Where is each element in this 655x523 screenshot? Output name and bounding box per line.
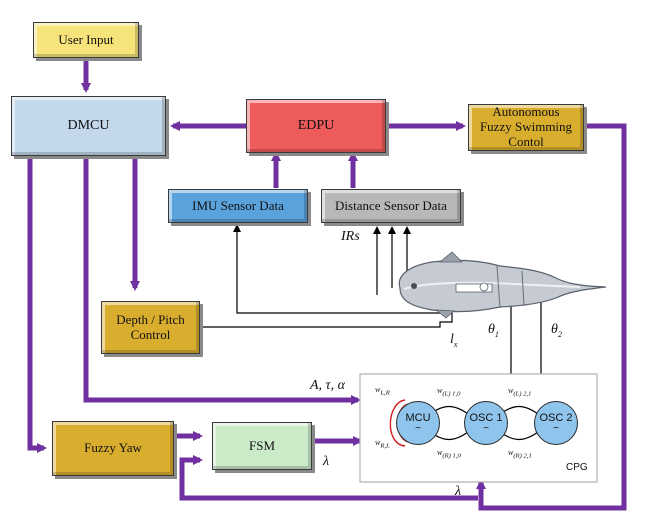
- osc1-oscillator: OSC 1 ~: [464, 401, 508, 445]
- mcu-oscillator: MCU ~: [396, 401, 440, 445]
- cpg-params-label: A, τ, α: [310, 378, 345, 393]
- arrow-dmcu-to-cpg-params: [83, 156, 361, 405]
- theta2-label-sub: 2: [557, 329, 562, 339]
- dmcu-block: DMCU: [11, 96, 166, 156]
- irs-label: IRs: [341, 229, 360, 244]
- weight-l10-sub: (L) 1,0: [442, 390, 461, 398]
- weight-lr-sub: L,R: [380, 389, 390, 397]
- osc2-wave-icon: ~: [553, 423, 559, 434]
- osc1-wave-icon: ~: [483, 423, 489, 434]
- line-lx-to-depth: [200, 302, 453, 328]
- fuzzy-swimming-block: Autonomous Fuzzy Swimming Contol: [468, 104, 584, 151]
- lambda-bottom-label: λ: [455, 484, 462, 499]
- user-input-block: User Input: [33, 22, 139, 58]
- cpg-title: CPG: [566, 462, 588, 473]
- weight-r21-sub: (R) 2,1: [513, 452, 532, 460]
- weight-l21-label: w(L) 2,1: [508, 386, 531, 398]
- weight-rl-label: wR,L: [375, 438, 390, 450]
- osc2-oscillator-label: OSC 2: [539, 412, 573, 424]
- weight-r21-label: w(R) 2,1: [508, 448, 532, 460]
- weight-r10-sub: (R) 1,0: [442, 452, 461, 460]
- arrow-dmcu-to-fuzzyyaw: [27, 156, 47, 453]
- weight-rl-sub: R,L: [380, 442, 390, 450]
- lx-label-sub: x: [453, 339, 458, 349]
- weight-l21-main: w: [508, 386, 514, 395]
- weight-lr-main: w: [375, 385, 381, 394]
- weight-r21-main: w: [508, 448, 514, 457]
- osc1-oscillator-label: OSC 1: [469, 412, 503, 424]
- arrow-fuzzyswim-loop: [476, 123, 627, 511]
- fsm-block: FSM: [212, 422, 312, 470]
- weight-rl-main: w: [375, 438, 381, 447]
- imu-sensor-block: IMU Sensor Data: [168, 189, 308, 223]
- edpu-block: EDPU: [246, 99, 386, 153]
- theta1-label: θ1: [488, 322, 499, 339]
- weight-lr-label: wL,R: [375, 385, 390, 397]
- distance-sensor-block: Distance Sensor Data: [321, 189, 461, 223]
- lx-label-main: l: [450, 332, 454, 347]
- lambda-fsm-label: λ: [323, 454, 330, 469]
- theta1-label-sub: 1: [494, 329, 499, 339]
- arrow-lambda-feedback-to-fsm: [179, 455, 478, 501]
- depth-pitch-block: Depth / Pitch Control: [101, 301, 200, 354]
- fuzzy-yaw-block: Fuzzy Yaw: [52, 421, 174, 476]
- mcu-wave-icon: ~: [415, 423, 421, 434]
- weight-l21-sub: (L) 2,1: [513, 390, 532, 398]
- robotic-fish-icon: [398, 251, 607, 319]
- weight-r10-main: w: [437, 448, 443, 457]
- weight-l10-main: w: [437, 386, 443, 395]
- weight-r10-label: w(R) 1,0: [437, 448, 461, 460]
- lx-label: lx: [450, 332, 457, 349]
- osc2-oscillator: OSC 2 ~: [534, 401, 578, 445]
- weight-l10-label: w(L) 1,0: [437, 386, 460, 398]
- theta2-label: θ2: [551, 322, 562, 339]
- theta1-label-main: θ: [488, 322, 495, 337]
- mcu-self-loop-icon: [389, 399, 406, 447]
- theta2-label-main: θ: [551, 322, 558, 337]
- mcu-oscillator-label: MCU: [405, 412, 431, 424]
